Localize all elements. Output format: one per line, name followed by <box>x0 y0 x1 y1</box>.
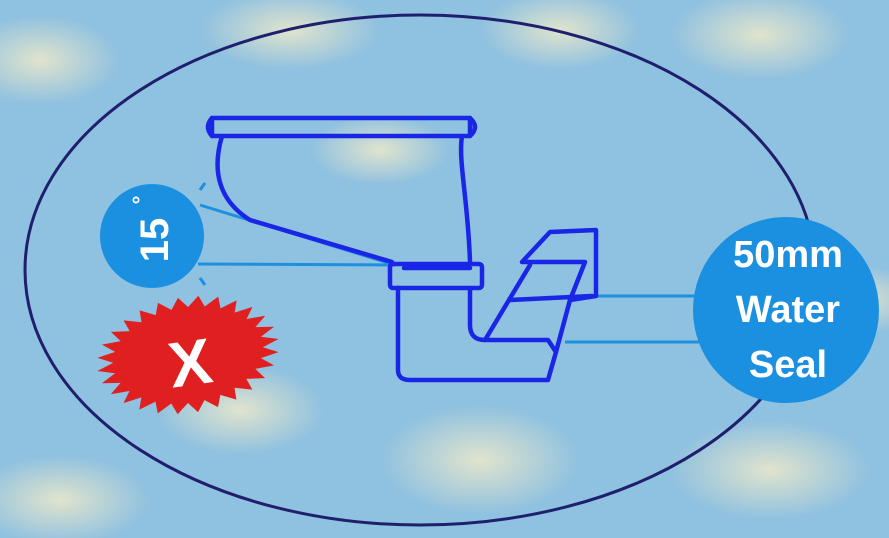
angle-degree-symbol: ° <box>128 196 153 205</box>
water-seal-line-2: Water <box>736 289 840 331</box>
angle-guide-lower-line <box>197 262 396 267</box>
angle-badge: 15 ° <box>100 182 207 288</box>
reject-mark: X <box>97 295 279 415</box>
angle-value-label: 15 <box>133 218 177 263</box>
angle-ticks <box>198 182 207 286</box>
angle-badge-circle <box>100 184 204 288</box>
trap-outer <box>395 285 573 383</box>
cross-starburst-icon <box>97 295 279 415</box>
pan-rim <box>209 115 473 139</box>
toilet-pan-outline <box>205 115 599 383</box>
pan-rim-ends <box>205 115 478 139</box>
reject-mark-label: X <box>164 324 217 401</box>
outlet-water-line <box>507 293 595 303</box>
water-seal-line-1: 50mm <box>733 234 843 276</box>
water-seal-line-3: Seal <box>749 344 827 386</box>
water-seal-badge: 50mm Water Seal <box>693 217 879 403</box>
trap-rise-front <box>482 262 533 343</box>
water-seal-badge-circle <box>693 217 879 403</box>
pan-outlet-collar <box>387 261 485 291</box>
outlet-spigot <box>519 227 599 303</box>
pan-bowl-front <box>215 133 395 265</box>
pan-bowl-back <box>458 133 473 265</box>
